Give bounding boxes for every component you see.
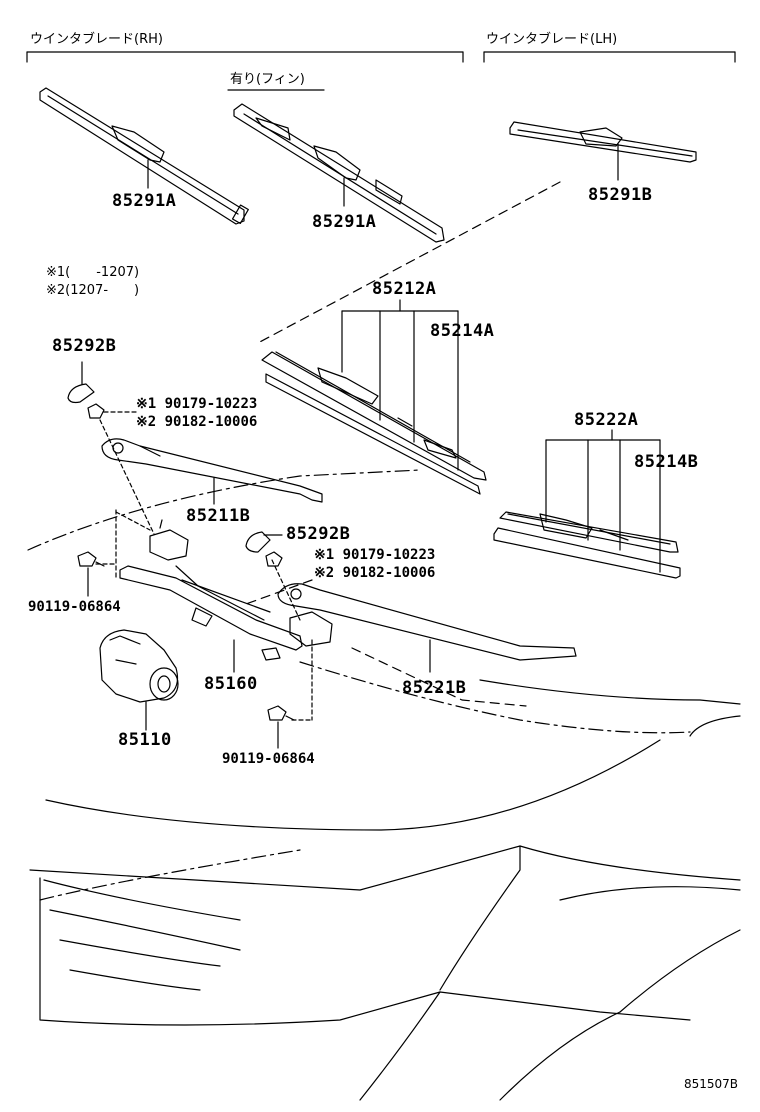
wiper-blade-85291a-1 xyxy=(39,87,249,225)
wiper-blade-85291a-2 xyxy=(233,103,445,243)
part-label-85292b-1: 85292B xyxy=(52,336,117,356)
nut-left xyxy=(87,403,139,419)
part-label-85211b: 85211B xyxy=(186,506,251,526)
part-label-85212a: 85212A xyxy=(372,279,437,299)
section-bracket-rh xyxy=(26,51,464,63)
note-2: ※2(1207- ) xyxy=(46,283,140,298)
diagram-code: 851507B xyxy=(684,1077,739,1091)
part-label-85222a: 85222A xyxy=(574,410,639,430)
section-bracket-lh xyxy=(483,51,736,63)
vehicle-body-outline xyxy=(29,679,741,1101)
fin-note: 有り(フィン) xyxy=(230,72,305,87)
section-title-rh: ウインタブレード(RH) xyxy=(30,32,163,47)
part-label-85291a-2: 85291A xyxy=(312,212,377,232)
vehicle-cowl-outline xyxy=(27,469,691,901)
section-title-lh: ウインタブレード(LH) xyxy=(486,32,618,47)
part-label-85291a-1: 85291A xyxy=(112,191,177,211)
dashed-guides xyxy=(245,181,561,707)
bolt-label-a1: ※1 90179-10223 xyxy=(136,396,258,412)
wiper-link-85160 xyxy=(119,519,333,673)
wiper-blade-85291b xyxy=(509,121,697,181)
part-label-85160: 85160 xyxy=(204,674,258,694)
pivot-cap-85292b-1 xyxy=(67,361,95,404)
bolt-left xyxy=(77,551,105,597)
bolt-label-b2: ※2 90182-10006 xyxy=(314,565,436,581)
bolt-label-a2: ※2 90182-10006 xyxy=(136,414,258,430)
part-label-85292b-2: 85292B xyxy=(286,524,351,544)
wiper-motor-85110 xyxy=(99,629,179,731)
part-label-90119-1: 90119-06864 xyxy=(28,599,121,615)
note-1: ※1( -1207) xyxy=(46,265,140,280)
wiper-blade-assembly-85222a xyxy=(493,429,681,579)
wiper-arm-85221b xyxy=(277,583,577,673)
pivot-cap-85292b-2 xyxy=(245,531,283,553)
wiper-arm-85211b xyxy=(101,438,323,505)
part-label-85221b: 85221B xyxy=(402,678,467,698)
part-label-90119-2: 90119-06864 xyxy=(222,751,315,767)
part-label-85214a: 85214A xyxy=(430,321,495,341)
part-label-85214b: 85214B xyxy=(634,452,699,472)
part-label-85291b: 85291B xyxy=(588,185,653,205)
nut-right xyxy=(265,551,283,567)
wiper-blade-assembly-85212a xyxy=(261,299,487,495)
part-label-85110: 85110 xyxy=(118,730,172,750)
bolt-bottom xyxy=(267,705,295,749)
bolt-label-b1: ※1 90179-10223 xyxy=(314,547,436,563)
